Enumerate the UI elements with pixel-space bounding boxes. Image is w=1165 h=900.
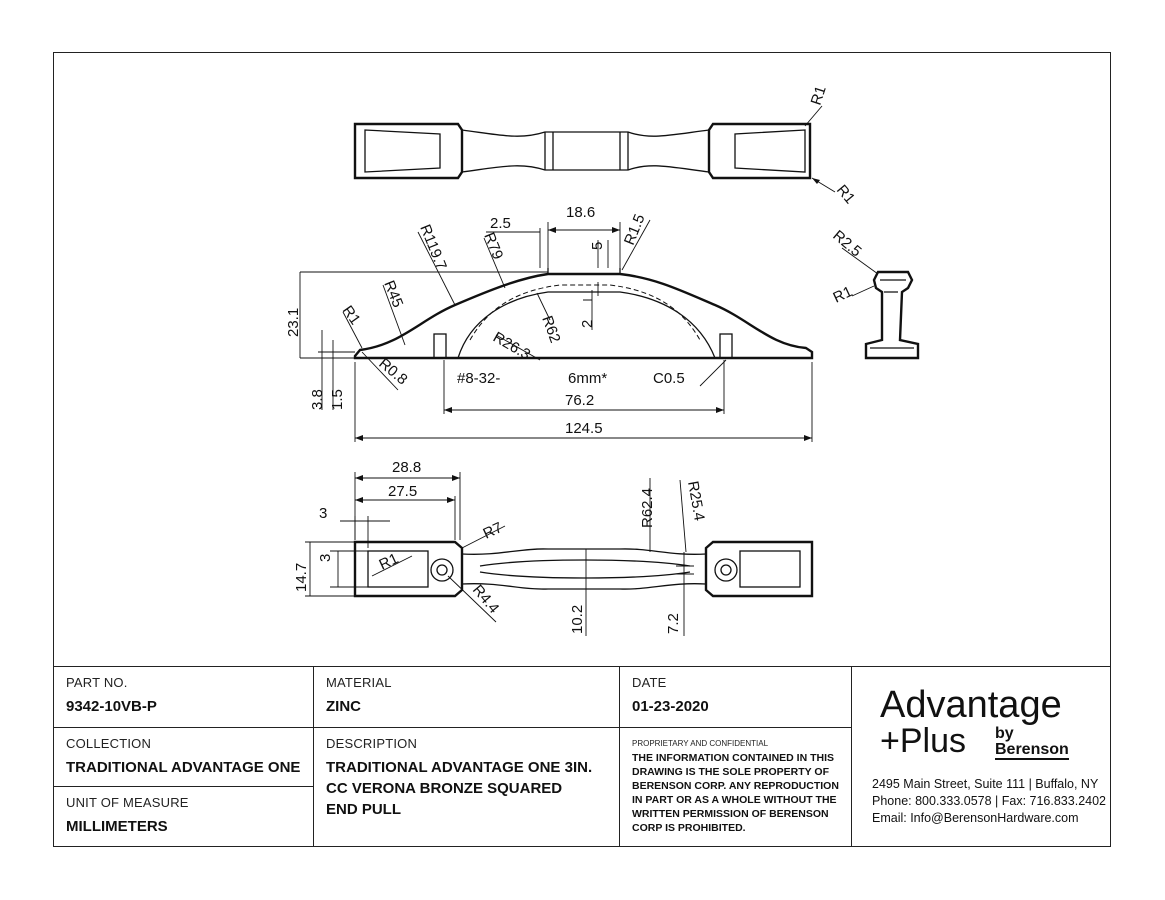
brand-logo-line1: Advantage xyxy=(880,684,1062,726)
dim-28-8: 28.8 xyxy=(392,459,421,476)
dim-7-2: 7.2 xyxy=(665,613,682,634)
brand-logo-company: Berenson xyxy=(995,741,1069,760)
collection-label: COLLECTION xyxy=(66,736,152,751)
dim-23-1: 23.1 xyxy=(285,308,302,337)
dim-r25-4: R25.4 xyxy=(684,480,708,522)
dim-2-5: 2.5 xyxy=(490,215,511,232)
proprietary-heading: PROPRIETARY AND CONFIDENTIAL xyxy=(632,739,769,748)
phone-line: Phone: 800.333.0578 | Fax: 716.833.2402 xyxy=(872,794,1106,808)
date-label: DATE xyxy=(632,675,667,690)
dim-14-7: 14.7 xyxy=(293,563,310,592)
description-line-3: END PULL xyxy=(326,801,401,818)
proprietary-line: THE INFORMATION CONTAINED IN THIS xyxy=(632,752,835,764)
unit-label: UNIT OF MEASURE xyxy=(66,795,189,810)
side-view xyxy=(864,270,920,360)
dim-2: 2 xyxy=(579,320,596,328)
collection-value: TRADITIONAL ADVANTAGE ONE xyxy=(66,759,301,776)
brand-logo-line2: +Plus xyxy=(880,722,966,760)
dim-1-5: 1.5 xyxy=(329,389,346,410)
part-no-label: PART NO. xyxy=(66,675,128,690)
dim-3-8: 3.8 xyxy=(309,389,326,410)
description-label: DESCRIPTION xyxy=(326,736,418,751)
email-line: Email: Info@BerensonHardware.com xyxy=(872,811,1079,825)
dim-3-left: 3 xyxy=(317,554,334,562)
material-label: MATERIAL xyxy=(326,675,392,690)
brand-logo-by: by xyxy=(995,725,1014,742)
bottom-view xyxy=(353,540,814,598)
date-value: 01-23-2020 xyxy=(632,698,709,715)
dim-c0-5: C0.5 xyxy=(653,370,685,387)
dim-r119-7: R119.7 xyxy=(416,222,449,272)
dim-thread-length: 6mm* xyxy=(568,370,607,387)
dim-5: 5 xyxy=(589,242,606,250)
dim-r79: R79 xyxy=(480,230,506,262)
dim-27-5: 27.5 xyxy=(388,483,417,500)
dim-r7: R7 xyxy=(481,519,506,543)
front-view xyxy=(353,268,814,360)
dim-top-r1-a: R1 xyxy=(808,84,830,108)
dim-10-2: 10.2 xyxy=(569,605,586,634)
proprietary-line: BERENSON CORP. ANY REPRODUCTION xyxy=(632,780,839,792)
dim-3-top: 3 xyxy=(319,505,327,522)
dim-r2-5: R2.5 xyxy=(829,227,864,260)
drawing-sheet-border xyxy=(53,52,1111,847)
top-view xyxy=(353,105,836,193)
proprietary-line: CORP IS PROHIBITED. xyxy=(632,822,746,834)
address-line: 2495 Main Street, Suite 111 | Buffalo, N… xyxy=(872,777,1099,791)
brand-contact: 2495 Main Street, Suite 111 | Buffalo, N… xyxy=(872,776,1106,827)
dim-r45: R45 xyxy=(380,278,406,310)
dim-r1-bottom: R1 xyxy=(377,550,402,574)
part-no-value: 9342-10VB-P xyxy=(66,698,157,715)
dim-76-2: 76.2 xyxy=(565,392,594,409)
dim-r62-4: R62.4 xyxy=(639,488,656,528)
description-line-1: TRADITIONAL ADVANTAGE ONE 3IN. xyxy=(326,759,593,776)
material-value: ZINC xyxy=(326,698,361,715)
dim-r0-8: R0.8 xyxy=(375,355,410,388)
dim-124-5: 124.5 xyxy=(565,420,603,437)
dim-r1-left: R1 xyxy=(339,303,364,328)
dim-r4-4: R4.4 xyxy=(469,582,502,617)
proprietary-notice: THE INFORMATION CONTAINED IN THIS DRAWIN… xyxy=(632,751,842,835)
description-line-2: CC VERONA BRONZE SQUARED xyxy=(326,780,563,797)
dim-top-r1-b: R1 xyxy=(833,182,858,208)
proprietary-line: IN PART OR AS A WHOLE WITHOUT THE xyxy=(632,794,837,806)
unit-value: MILLIMETERS xyxy=(66,818,168,835)
proprietary-line: DRAWING IS THE SOLE PROPERTY OF xyxy=(632,766,829,778)
dim-thread: #8-32- xyxy=(457,370,500,387)
proprietary-line: WRITTEN PERMISSION OF BERENSON xyxy=(632,808,829,820)
dim-side-r1: R1 xyxy=(831,283,856,307)
dim-18-6: 18.6 xyxy=(566,204,595,221)
dim-r62: R62 xyxy=(538,314,563,346)
